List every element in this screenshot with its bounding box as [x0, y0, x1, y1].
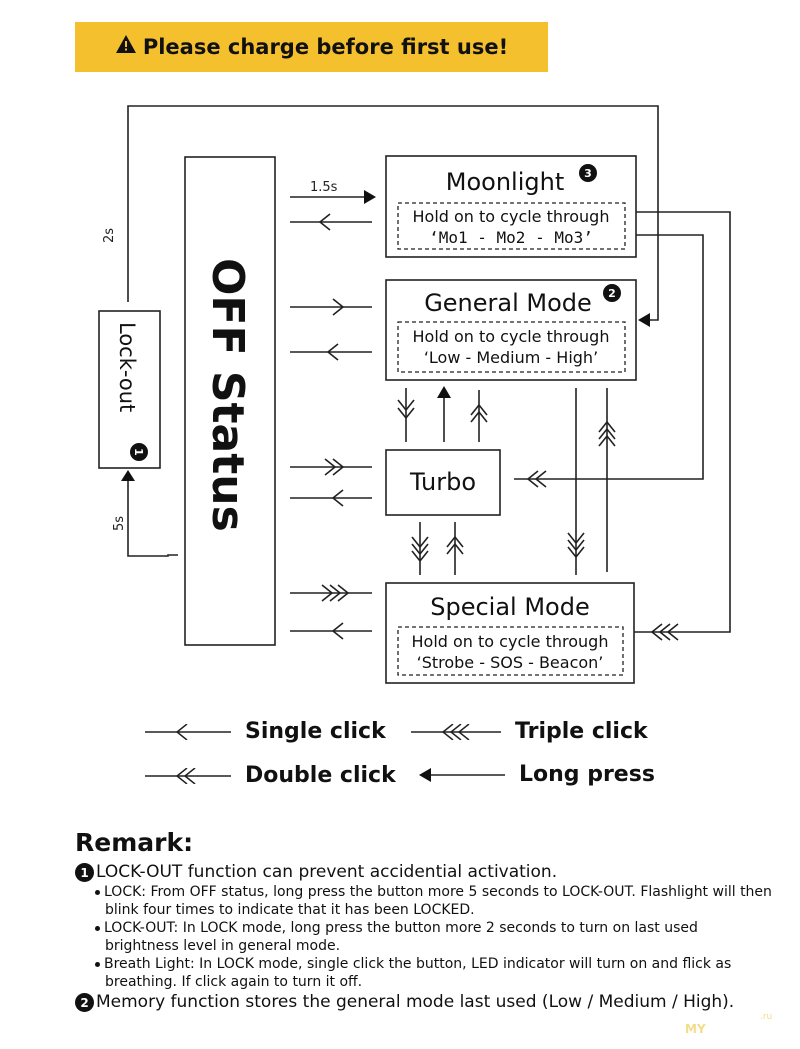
- remark-sub-lockout: LOCK-OUT: In LOCK mode, long press the b…: [89, 919, 775, 955]
- long-press-arrowhead-icon: [437, 386, 451, 398]
- long-press-arrowhead-icon: [364, 190, 376, 204]
- svg-text:1: 1: [132, 448, 145, 456]
- special-hint-line1: Hold on to cycle through: [412, 632, 609, 651]
- moonlight-to-turbo-path: [514, 234, 704, 480]
- moonlight-hint-line2: ‘Mo1 - Mo2 - Mo3’: [429, 228, 593, 247]
- lockout-exit-path: [127, 105, 659, 321]
- timing-5s: 5s: [112, 516, 127, 531]
- moonlight-title: Moonlight: [446, 168, 564, 196]
- timing-1-5s: 1.5s: [310, 180, 338, 195]
- watermark: MY: [685, 1022, 706, 1036]
- turbo-box: [385, 449, 501, 516]
- double-click-chevron-icon: [446, 535, 464, 548]
- lockout-box: [98, 310, 161, 469]
- special-hint-line2: ‘Strobe - SOS - Beacon’: [417, 653, 604, 672]
- general-mode-title: General Mode: [424, 289, 592, 317]
- off-status-box: [184, 156, 276, 646]
- moonlight-hint-line1: Hold on to cycle through: [413, 207, 610, 226]
- remark-item-1: 1 LOCK-OUT function can prevent accident…: [75, 861, 775, 883]
- triple-click-chevron-icon: [337, 584, 350, 602]
- triple-click-chevron-icon: [411, 536, 429, 549]
- bullet-icon: [95, 961, 100, 967]
- double-click-chevron-icon: [397, 399, 415, 412]
- charge-warning-banner: Please charge before first use!: [75, 22, 548, 72]
- legend-double-click: Double click: [145, 763, 396, 788]
- triple-click-chevron-icon: [598, 434, 616, 447]
- svg-text:2: 2: [608, 287, 616, 300]
- single-click-chevron-icon: [326, 343, 339, 361]
- legend-triple-click: Triple click: [411, 719, 648, 744]
- single-click-chevron-icon: [145, 723, 231, 740]
- general-mode-box: [385, 279, 637, 381]
- general-hint-line2: ‘Low - Medium - High’: [424, 348, 598, 367]
- remark-heading: Remark:: [75, 828, 194, 857]
- triple-click-chevron-icon: [666, 623, 679, 641]
- triple-click-chevron-icon: [567, 532, 585, 545]
- long-press-arrowhead-icon: [121, 470, 135, 481]
- mode-diagram: OFF Status Lock-out 1 2s 5s 1.5s Moonlig…: [98, 105, 731, 684]
- off-status-label: OFF Status: [202, 258, 253, 532]
- remark-section: Remark: 1 LOCK-OUT function can prevent …: [75, 828, 775, 1013]
- single-click-chevron-icon: [331, 489, 344, 507]
- timing-2s: 2s: [102, 228, 117, 243]
- double-click-chevron-icon: [324, 458, 337, 476]
- remark-item-2: 2 Memory function stores the general mod…: [75, 991, 775, 1013]
- watermark-suffix: .ru: [760, 1012, 773, 1022]
- triple-click-chevron-icon: [329, 584, 342, 602]
- general-hint-box: [397, 321, 626, 373]
- bullet-icon: [95, 925, 100, 931]
- lockout-enter-path: [127, 478, 178, 557]
- triple-click-chevron-icon: [598, 427, 616, 440]
- svg-text:3: 3: [584, 167, 592, 180]
- legend-long-press: Long press: [419, 762, 655, 787]
- remark-sub-breath-light: Breath Light: In LOCK mode, single click…: [89, 955, 775, 991]
- triple-click-chevron-icon: [470, 410, 488, 423]
- triple-click-chevron-icon: [470, 403, 488, 416]
- special-mode-title: Special Mode: [430, 593, 590, 621]
- badge-2-icon: 2: [75, 993, 94, 1012]
- double-click-chevron-icon: [534, 470, 547, 488]
- single-click-chevron-icon: [332, 298, 345, 316]
- long-press-arrowhead-icon: [419, 767, 505, 782]
- triple-click-chevron-icon: [321, 584, 334, 602]
- moonlight-to-special-path: [634, 211, 731, 633]
- moonlight-hint-box: [397, 202, 626, 250]
- triple-click-chevron-icon: [598, 420, 616, 433]
- general-badge-icon: 2: [603, 284, 621, 302]
- long-press-arrowhead-icon: [638, 313, 650, 327]
- triple-click-chevron-icon: [411, 543, 429, 556]
- triple-click-chevron-icon: [567, 546, 585, 559]
- single-click-chevron-icon: [331, 622, 344, 640]
- warning-triangle-icon: [115, 34, 137, 60]
- special-mode-box: [385, 582, 635, 684]
- double-click-chevron-icon: [446, 542, 464, 555]
- legend: Single click Double click Triple click L…: [145, 715, 665, 795]
- single-click-chevron-icon: [318, 213, 331, 231]
- double-click-chevron-icon: [332, 458, 345, 476]
- remark-sub-lock: LOCK: From OFF status, long press the bu…: [89, 883, 775, 919]
- turbo-title: Turbo: [409, 468, 476, 496]
- double-click-chevron-icon: [526, 470, 539, 488]
- general-hint-line1: Hold on to cycle through: [413, 327, 610, 346]
- badge-1-icon: 1: [75, 863, 94, 882]
- triple-click-chevron-icon: [411, 723, 501, 740]
- triple-click-chevron-icon: [658, 623, 671, 641]
- legend-single-click: Single click: [145, 719, 386, 744]
- bullet-icon: [95, 889, 100, 895]
- double-click-chevron-icon: [397, 407, 415, 420]
- lockout-badge-icon: 1: [130, 443, 148, 461]
- banner-text: Please charge before first use!: [142, 35, 509, 59]
- double-click-chevron-icon: [145, 767, 231, 784]
- triple-click-chevron-icon: [411, 550, 429, 563]
- lockout-label: Lock-out: [115, 322, 139, 412]
- triple-click-chevron-icon: [567, 539, 585, 552]
- special-hint-box: [397, 626, 624, 676]
- triple-click-chevron-icon: [650, 623, 663, 641]
- moonlight-badge-icon: 3: [579, 164, 597, 182]
